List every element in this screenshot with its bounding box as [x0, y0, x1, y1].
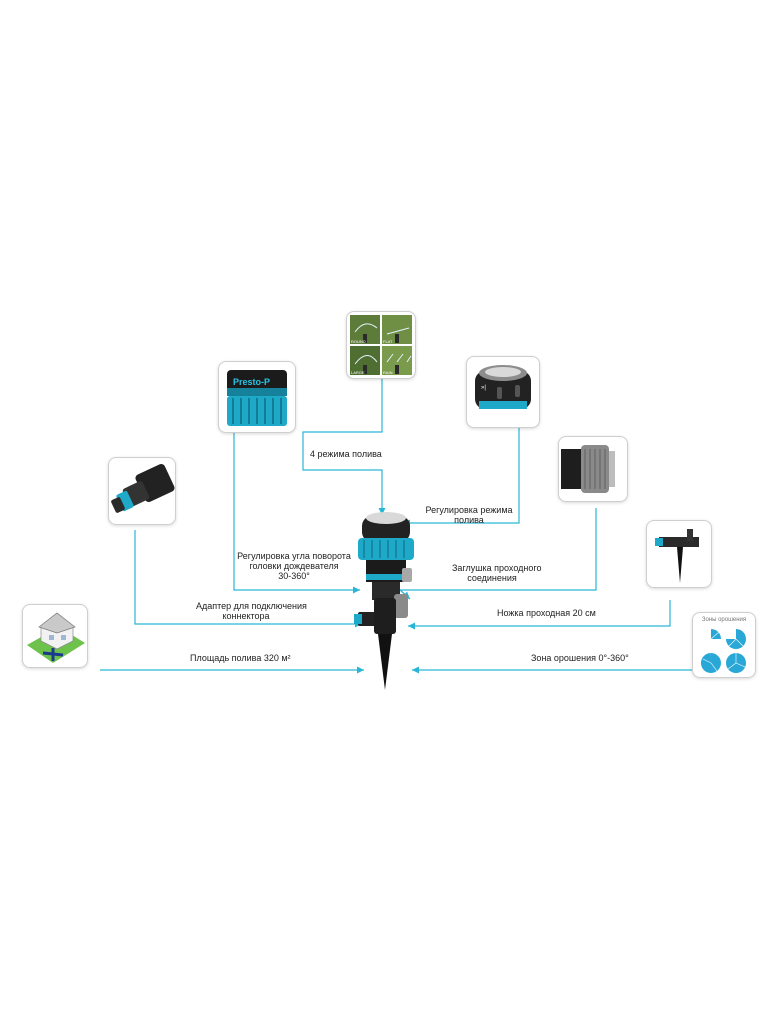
line-leg — [408, 600, 671, 630]
plug-image — [561, 445, 615, 493]
svg-text:»|: »| — [481, 385, 486, 391]
label-area: Площадь полива 320 м² — [190, 653, 291, 663]
tile-adapter — [108, 457, 176, 525]
caption-large: LARGE — [351, 370, 365, 375]
label-zone: Зона орошения 0°-360° — [531, 653, 629, 663]
label-modes: 4 режима полива — [310, 449, 382, 459]
brand-text: Presto-P — [233, 377, 270, 387]
tile-zones: Зоны орошения — [692, 612, 756, 678]
adapter-image — [111, 463, 175, 513]
line-modes — [302, 378, 386, 515]
brand-ring-image: Presto-P — [227, 370, 287, 426]
modes-photo: ROUND FLAT LARGE RAIN — [350, 315, 412, 375]
caption-flat: FLAT — [383, 339, 393, 344]
tile-top-cap: »| — [466, 356, 540, 428]
tile-leg — [646, 520, 712, 588]
zones-icons — [700, 629, 746, 673]
line-rotation — [233, 432, 360, 594]
leg-image — [655, 529, 699, 583]
line-adapter — [134, 530, 362, 628]
caption-round: ROUND — [351, 339, 366, 344]
line-mode-adjust — [403, 428, 520, 527]
sprinkler-product — [354, 512, 414, 690]
tile-plug — [558, 436, 628, 502]
caption-rain: RAIN — [383, 370, 393, 375]
tile-area — [22, 604, 88, 668]
top-cap-image: »| — [475, 365, 531, 409]
area-image — [27, 612, 85, 663]
tile-modes-photo: ROUND FLAT LARGE RAIN — [346, 311, 416, 379]
tile-brand-ring: Presto-P — [218, 361, 296, 433]
label-leg: Ножка проходная 20 см — [497, 608, 596, 618]
zones-title: Зоны орошения — [701, 617, 747, 623]
